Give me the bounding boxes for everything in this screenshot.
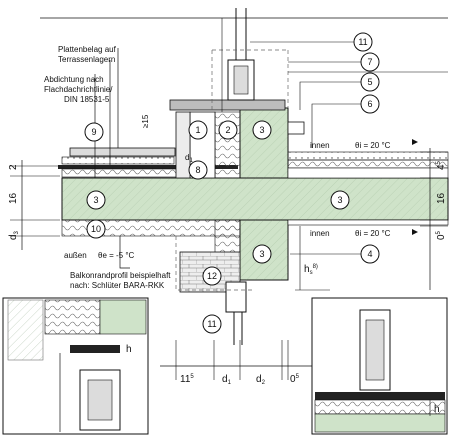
callout-3b: 3 [86,190,106,210]
label-profil-2: nach: Schlüter BARA-RKK [70,281,165,290]
svg-text:5: 5 [367,77,372,87]
label-profil-1: Balkonrandprofil beispielhaft [70,271,171,280]
svg-text:4: 4 [367,249,372,259]
callout-11-bottom: 11 [202,314,222,334]
dim-bottom-11: 115 [180,374,194,385]
label-innen-bottom: innen [310,229,330,238]
label-theta-top: θi = 20 °C [355,141,391,150]
dim-detail-h-left: h [126,344,132,355]
label-aussen: außen [64,251,87,260]
callout-10: 10 [86,219,106,239]
svg-text:9: 9 [91,127,96,137]
dim-bottom-d1: d1 [222,374,232,386]
impact-insulation-top [287,159,449,169]
svg-text:11: 11 [207,319,216,329]
callout-5: 5 [360,72,380,92]
dim-detail-h-right: h [434,404,440,415]
label-plattenbelag-1: Plattenbelag auf [58,45,117,54]
callout-2: 2 [218,120,238,140]
terrace-bearing-layer [61,156,175,165]
callout-7: 7 [360,52,380,72]
callout-8: 8 [188,160,208,180]
dim-right-4: 45 [436,160,447,170]
upper-insulation [61,168,181,178]
label-innen-top: innen [310,141,330,150]
ceiling-finish-bottom [287,219,449,226]
callout-3a: 3 [252,120,272,140]
dim-bottom-d2: d2 [256,374,266,386]
label-slope: ≥15 [141,114,150,128]
label-theta-e: θe = -5 °C [98,251,135,260]
dim-left-d3: d3 [8,230,20,240]
svg-text:3: 3 [337,195,342,205]
window-sill [169,99,286,111]
svg-text:1: 1 [195,125,200,135]
label-abdichtung-3: DIN 18531-5 [64,95,110,104]
terrace-paving [69,147,176,157]
callout-1: 1 [188,120,208,140]
dim-right-0: 05 [436,230,447,240]
callout-12: 12 [202,266,222,286]
svg-text:3: 3 [93,195,98,205]
label-plattenbelag-2: Terrassenlagern [58,55,115,64]
label-d1: d1 [185,153,193,164]
dim-bottom-0: 05 [290,374,300,385]
label-abdichtung-1: Abdichtung nach [44,75,104,84]
window-frame-lower [225,281,247,313]
callout-11-top: 11 [353,32,373,52]
svg-text:10: 10 [91,224,101,234]
svg-text:11: 11 [358,37,367,47]
callout-3d: 3 [252,244,272,264]
callout-3c: 3 [330,190,350,210]
dim-left-2: 2 [8,164,19,170]
waterproofing-layer [58,165,238,169]
svg-text:3: 3 [259,125,264,135]
label-theta-bottom: θi = 20 °C [355,229,391,238]
svg-text:8: 8 [195,165,200,175]
svg-text:2: 2 [225,125,230,135]
dim-right-hs: hs8) [304,264,318,276]
screed-top [287,151,449,161]
svg-text:7: 7 [367,57,372,67]
label-abdichtung-2: Flachdachrichtlinie/ [44,85,113,94]
callout-4: 4 [360,244,380,264]
parapet-wood [175,111,191,179]
svg-text:3: 3 [259,249,264,259]
svg-text:6: 6 [367,99,372,109]
callout-9: 9 [84,122,104,142]
dim-left-16: 16 [8,192,19,204]
dim-right-16: 16 [436,192,447,204]
svg-text:12: 12 [207,271,217,281]
callout-6: 6 [360,94,380,114]
